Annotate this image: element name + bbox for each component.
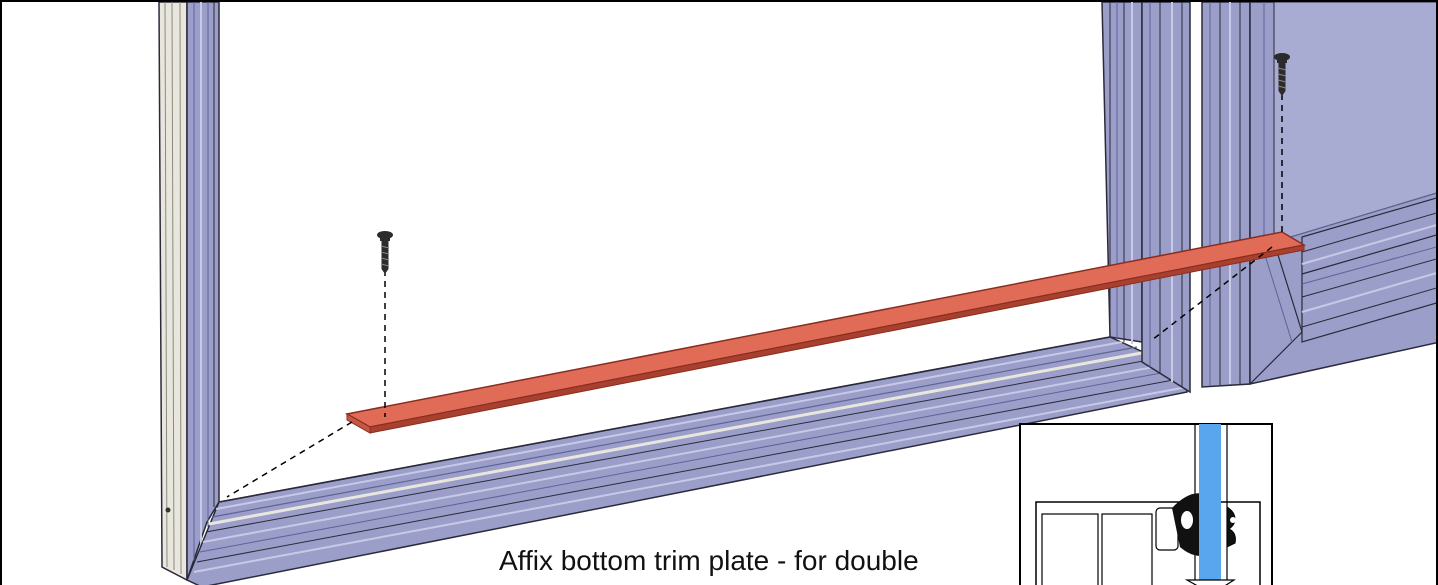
center-mullion <box>1101 2 1191 394</box>
section-detail-inset <box>1019 423 1273 585</box>
jamb-hole <box>165 507 171 513</box>
screw-left-icon <box>377 231 393 274</box>
glass-pane <box>1199 424 1221 585</box>
left-window-frame <box>158 2 1188 585</box>
plate-left-guide <box>226 421 353 498</box>
right-outer-stile <box>1201 2 1251 388</box>
screw-right-icon <box>1274 53 1290 96</box>
trim-plate-end <box>346 413 371 434</box>
bottom-trim-plate <box>344 231 1307 434</box>
right-panel-inner <box>1273 2 1436 243</box>
left-stile <box>186 2 220 581</box>
center-stile-left <box>1101 2 1143 343</box>
plate-right-guide <box>1151 246 1273 341</box>
alignment-lines <box>226 94 1283 498</box>
center-stile-right <box>1141 2 1191 394</box>
instruction-caption: Affix bottom trim plate - for double <box>499 545 919 576</box>
right-window-frame <box>1201 2 1436 388</box>
